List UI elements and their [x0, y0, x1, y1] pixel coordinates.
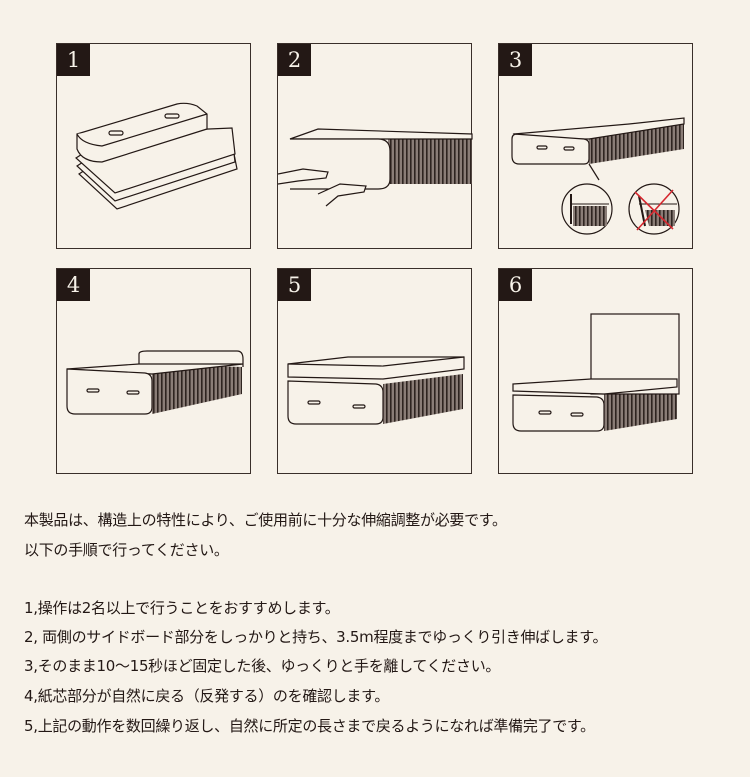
place-mattress-illustration: [287, 356, 465, 425]
step-panel-2: 2: [277, 43, 473, 249]
step-instruction: 5,上記の動作を数回繰り返し、自然に所定の長さまで戻るようになれば準備完了です。: [24, 717, 595, 735]
bed-recoil-illustration: [66, 350, 244, 415]
intro-text-line: 本製品は、構造上の特性により、ご使用前に十分な伸縮調整が必要です。: [24, 511, 507, 529]
step-number-badge: 5: [278, 269, 311, 301]
step-panel-3: 3: [498, 43, 693, 249]
step-panel-4: 4: [56, 268, 251, 474]
step-number-badge: 2: [278, 44, 311, 76]
step-instruction: 4,紙芯部分が自然に戻る（反発する）のを確認します。: [24, 687, 390, 705]
folded-bed-illustration: [75, 102, 238, 210]
intro-text-line: 以下の手順で行ってください。: [24, 541, 229, 559]
step-number-badge: 1: [57, 44, 90, 76]
step-panel-5: 5: [277, 268, 472, 474]
completed-bed-illustration: [512, 313, 680, 432]
extend-bed-illustration: [511, 117, 685, 235]
step-number-badge: 4: [57, 269, 90, 301]
prohibited-cross-icon: [634, 189, 674, 231]
step-number-badge: 6: [499, 269, 532, 301]
step-instruction: 3,そのまま10〜15秒ほど固定した後、ゆっくりと手を離してください。: [24, 657, 501, 675]
pull-sideboard-illustration: [278, 128, 473, 207]
step-number-badge: 3: [499, 44, 532, 76]
step-panel-1: 1: [56, 43, 251, 249]
step-instruction: 2, 両側のサイドボード部分をしっかりと持ち、3.5m程度までゆっくり引き伸ばし…: [24, 628, 608, 646]
step-instruction: 1,操作は2名以上で行うことをおすすめします。: [24, 599, 340, 617]
step-panel-6: 6: [498, 268, 693, 474]
